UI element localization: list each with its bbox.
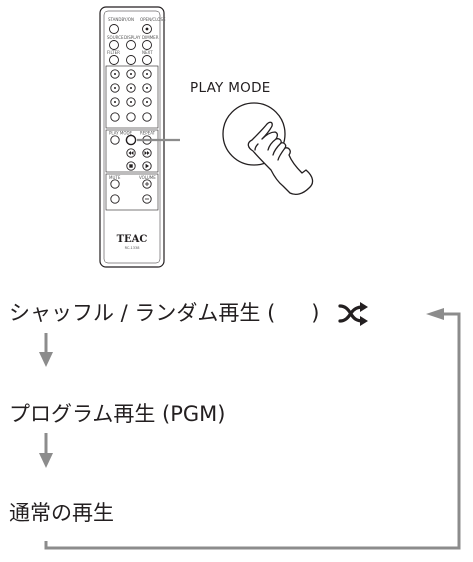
source-button[interactable] [109,40,119,50]
down-arrow-1 [39,333,53,367]
play-mode-callout-label: PLAY MODE [190,80,271,96]
number-button[interactable] [110,83,120,93]
mode-button[interactable] [110,135,120,145]
dot-icon [146,87,148,89]
input-button[interactable] [110,194,120,204]
number-button[interactable] [110,69,120,79]
number-button[interactable] [126,112,136,122]
filter-button[interactable] [109,55,119,65]
loop-return-line [44,312,461,550]
remote-label-filter: FILTER [107,50,120,55]
dot-icon [146,73,148,75]
skip-forward-button[interactable] [142,148,152,158]
number-button[interactable] [126,97,136,107]
dot-icon [114,73,116,75]
display-button[interactable] [126,40,136,50]
standby-button[interactable] [109,24,119,34]
remote-label-open-close: OPEN/CLOSE [140,17,166,22]
remote-label-source: SOURCE [107,35,124,40]
dimmer-button[interactable] [142,40,152,50]
play-icon [145,163,149,169]
plus-icon [145,182,149,186]
open-close-icon [145,27,149,31]
usb-button[interactable] [142,55,152,65]
number-button[interactable] [142,83,152,93]
mode-shuffle-random: シャッフル / ランダム再生 () [9,300,320,326]
number-keypad [110,69,152,122]
remote-label-dimmer: DIMMER [142,35,159,40]
play-button[interactable] [142,161,152,171]
remote-label-repeat: REPEAT [140,131,156,136]
number-button[interactable] [110,112,120,122]
number-button[interactable] [142,97,152,107]
number-button[interactable] [110,97,120,107]
pressing-hand-icon [247,121,314,195]
remote-model-number: RC-1338 [125,246,140,250]
skip-back-button[interactable] [126,148,136,158]
mode-shuffle-suffix: ) [311,301,320,325]
dot-icon [146,101,148,103]
volume-down-button[interactable] [142,194,152,204]
dot-icon [130,73,132,75]
clear-button[interactable] [142,112,152,122]
stop-button[interactable] [126,161,136,171]
remote-label-standby: STANDBY/ON [108,17,134,22]
skip-back-icon [128,151,134,155]
mode-normal: 通常の再生 [9,501,114,525]
dot-icon [114,87,116,89]
stop-icon [129,164,133,168]
play-mode-button[interactable] [125,134,137,146]
mode-shuffle-label: シャッフル / ランダム再生 ( [9,301,276,325]
mode-program: プログラム再生 (PGM) [9,402,226,426]
remote-brand-logo: TEAC [117,234,148,245]
dot-icon [114,101,116,103]
remote-label-play-mode: PLAY MODE [109,131,133,136]
number-button[interactable] [142,69,152,79]
number-button[interactable] [126,83,136,93]
dot-icon [130,87,132,89]
dot-icon [130,101,132,103]
remote-control: STANDBY/ON OPEN/CLOSE SOURCE DISPLAY DIM… [99,6,166,268]
down-arrow-2 [39,433,53,468]
aux-button[interactable] [126,55,136,65]
skip-forward-icon [144,151,150,155]
remote-label-volume: VOLUME [139,175,156,180]
shuffle-icon [338,302,368,326]
volume-up-button[interactable] [142,179,152,189]
mute-button[interactable] [110,179,120,189]
remote-label-next: NEXT [142,50,153,55]
number-button[interactable] [126,69,136,79]
remote-label-mute: MUTE [109,175,121,180]
loop-arrowhead [426,308,444,320]
open-close-button[interactable] [142,24,152,34]
remote-label-display: DISPLAY [124,35,141,40]
